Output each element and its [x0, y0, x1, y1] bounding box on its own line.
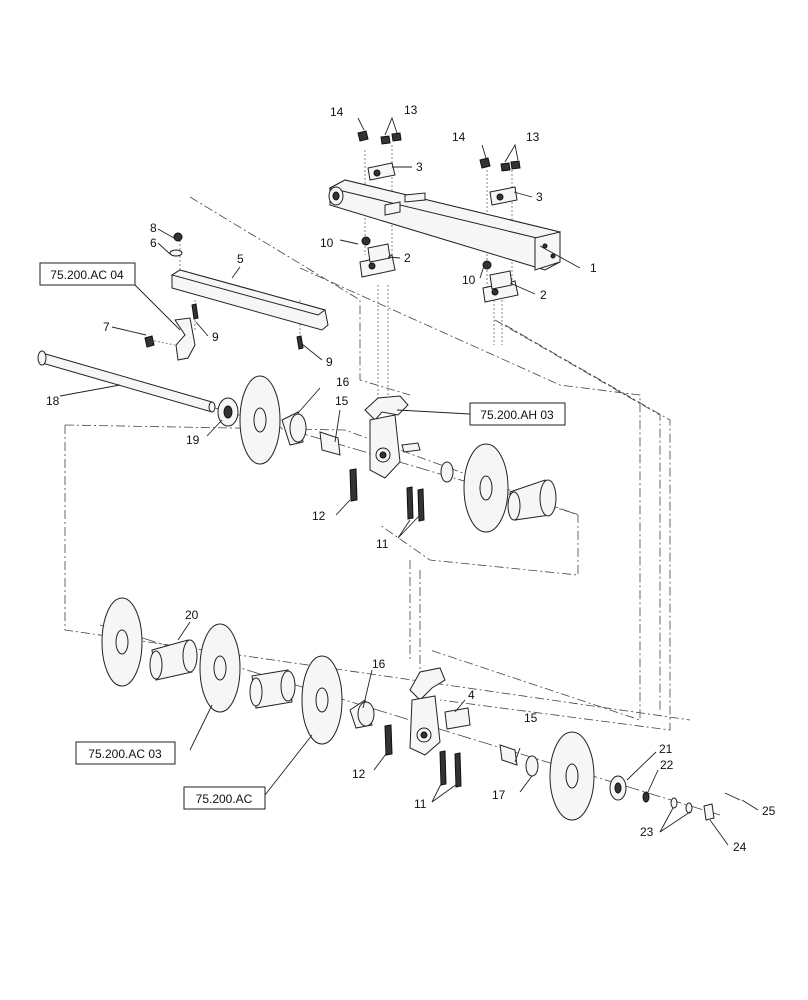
callout-24: 24 — [733, 840, 747, 854]
callout-5: 5 — [237, 252, 244, 266]
callout-16: 16 — [372, 657, 386, 671]
shaft — [37, 350, 216, 413]
ref-label-ac04: 75.200.AC 04 — [50, 268, 124, 282]
callout-4: 4 — [468, 688, 475, 702]
callout-1: 1 — [590, 261, 597, 275]
callout-8: 8 — [150, 221, 157, 235]
callout-2: 2 — [540, 288, 547, 302]
callout-7: 7 — [103, 320, 110, 334]
upper-shank — [349, 395, 425, 522]
callout-19: 19 — [186, 433, 200, 447]
ref-box-ac03 — [75, 741, 176, 765]
reference-boxes: 75.200.AC 04 75.200.AH 03 75.200.AC 03 7… — [39, 262, 566, 810]
nut-hardware — [144, 130, 521, 350]
callout-6: 6 — [150, 236, 157, 250]
callout-25: 25 — [762, 804, 776, 818]
lower-clamps — [359, 243, 519, 303]
callout-14: 14 — [452, 130, 466, 144]
ref-label-ac03: 75.200.AC 03 — [88, 747, 162, 761]
upper-clamps — [367, 162, 518, 206]
callout-numbers: 1 2 2 3 3 4 5 6 7 8 9 9 10 10 11 11 12 1… — [46, 103, 776, 854]
upper-disc-assembly — [217, 375, 557, 533]
callout-3: 3 — [416, 160, 423, 174]
callout-15: 15 — [335, 394, 349, 408]
callout-15: 15 — [524, 711, 538, 725]
callout-2: 2 — [404, 251, 411, 265]
callout-23: 23 — [640, 825, 654, 839]
callout-9: 9 — [212, 330, 219, 344]
callout-14: 14 — [330, 105, 344, 119]
ref-box-ah03 — [469, 402, 566, 426]
callout-18: 18 — [46, 394, 60, 408]
ref-label-ah03: 75.200.AH 03 — [480, 408, 554, 422]
callout-13: 13 — [526, 130, 540, 144]
lower-disc-assembly — [101, 597, 741, 821]
callout-22: 22 — [660, 758, 674, 772]
ref-box-ac — [183, 786, 266, 810]
callout-12: 12 — [312, 509, 326, 523]
callout-3: 3 — [536, 190, 543, 204]
ref-box-ac04 — [39, 262, 136, 286]
assembly-lines — [64, 145, 721, 816]
callout-11: 11 — [376, 537, 389, 551]
callout-13: 13 — [404, 103, 418, 117]
callout-16: 16 — [336, 375, 350, 389]
callout-17: 17 — [492, 788, 506, 802]
callout-9: 9 — [326, 355, 333, 369]
callout-10: 10 — [320, 236, 334, 250]
frame-tube — [328, 179, 562, 271]
callout-12: 12 — [352, 767, 366, 781]
mounting-bar — [170, 269, 329, 361]
callout-20: 20 — [185, 608, 199, 622]
leader-lines — [59, 116, 759, 846]
callout-21: 21 — [659, 742, 673, 756]
callout-10: 10 — [462, 273, 476, 287]
callout-11: 11 — [414, 797, 427, 811]
lower-shank — [384, 667, 471, 788]
ref-label-ac: 75.200.AC — [196, 792, 253, 806]
